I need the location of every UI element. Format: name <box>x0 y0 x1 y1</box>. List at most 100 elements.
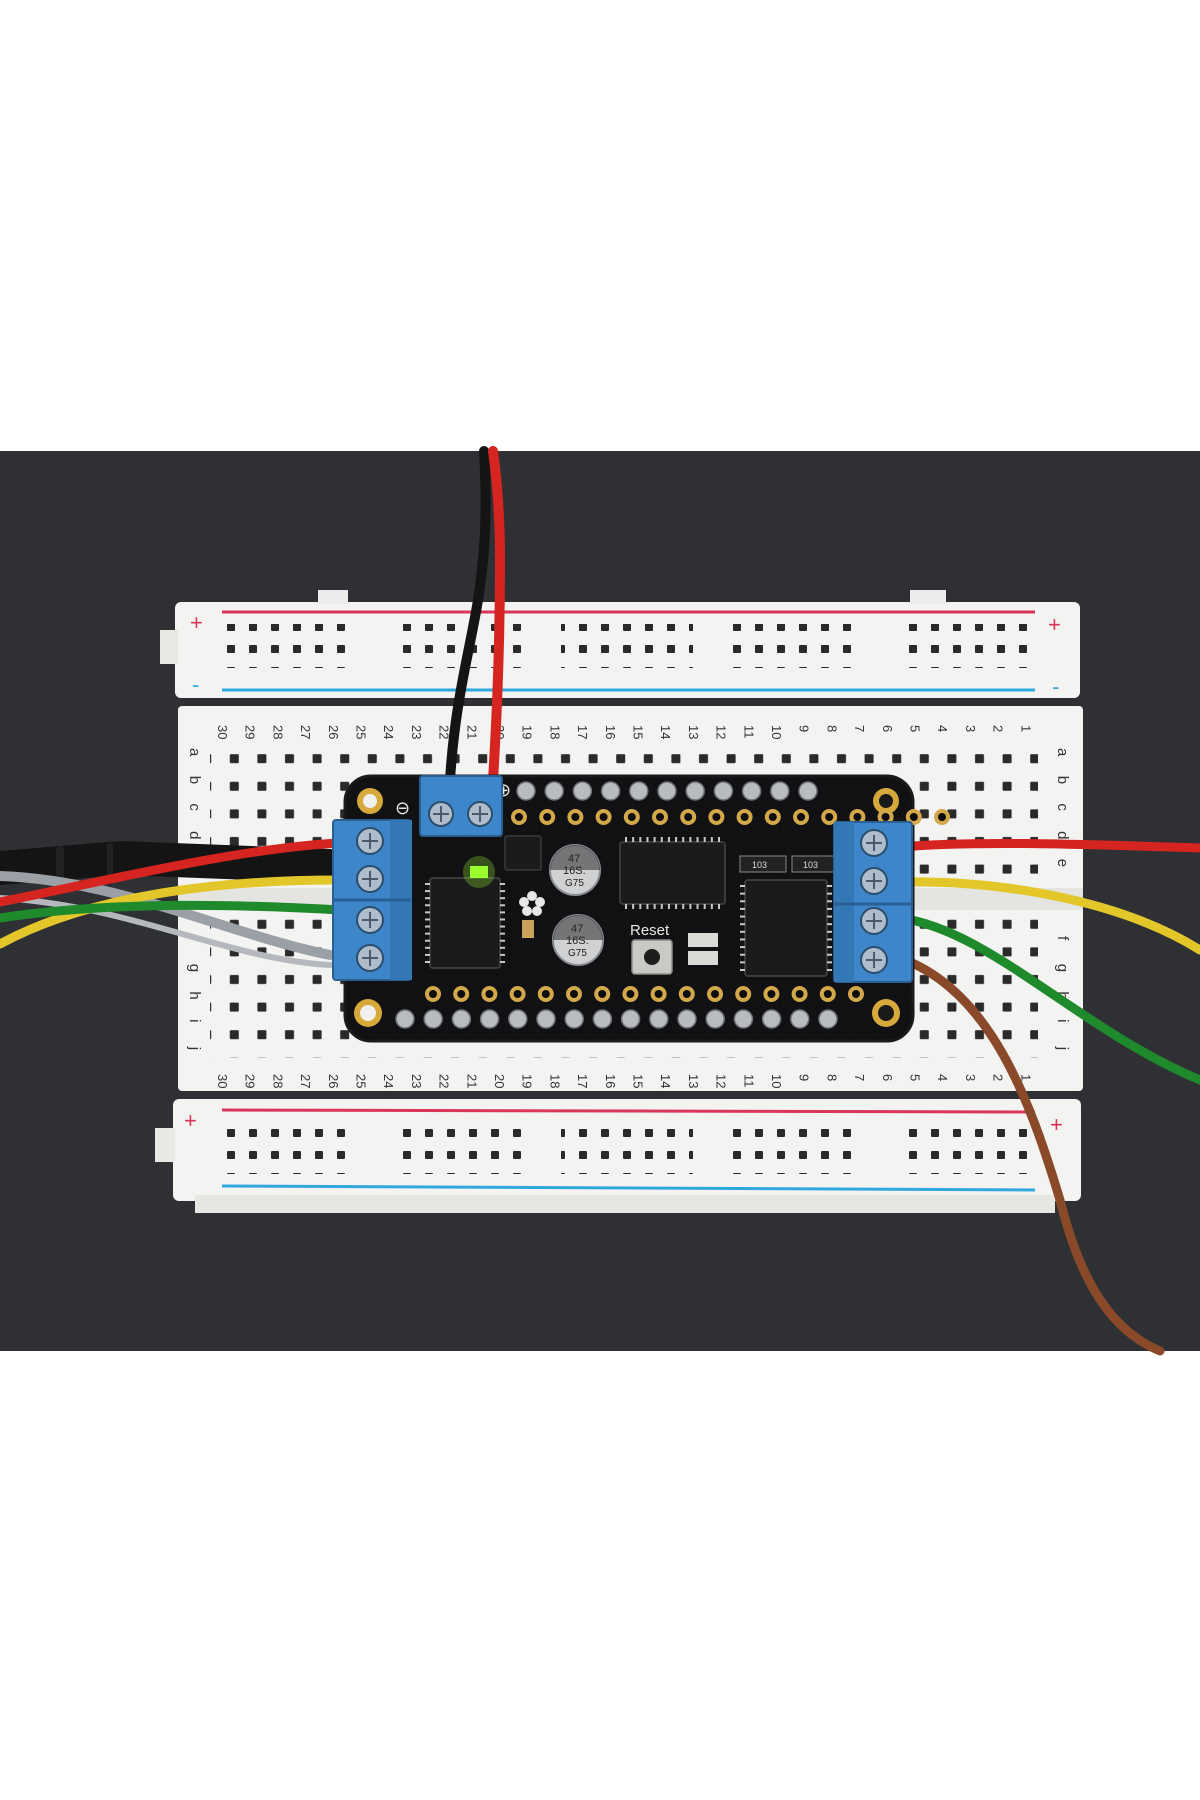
row-letter: h <box>186 991 203 999</box>
column-number-top: 25 <box>354 725 369 739</box>
column-number-bottom: 18 <box>547 1074 562 1088</box>
column-number-bottom: 5 <box>908 1074 923 1081</box>
header-pin <box>657 781 677 801</box>
column-number-top: 22 <box>437 725 452 739</box>
column-number-top: 29 <box>243 725 258 739</box>
column-number-bottom: 7 <box>852 1074 867 1081</box>
red-wire-right <box>895 838 1200 853</box>
capacitor-bottom-line1: 47 <box>571 923 583 935</box>
header-pin <box>451 1009 472 1029</box>
row-letter: i <box>1054 1019 1071 1022</box>
row-letter: b <box>1054 776 1071 784</box>
column-number-top: 24 <box>381 725 396 739</box>
capacitor-top-line1: 47 <box>568 853 580 865</box>
column-number-bottom: 15 <box>631 1074 646 1088</box>
column-number-bottom: 19 <box>520 1074 535 1088</box>
header-pin <box>544 781 564 801</box>
header-pin <box>620 1009 641 1029</box>
bottom-rail-plus-symbol: + <box>184 1108 197 1133</box>
header-pin <box>564 1009 584 1029</box>
capacitor-bottom-line3: G75 <box>568 948 587 959</box>
header-pin <box>479 1009 500 1029</box>
capacitor-bottom-line2: 16S. <box>566 935 589 947</box>
top-rail-tab-left <box>160 630 178 664</box>
column-number-bottom: 28 <box>270 1074 285 1088</box>
column-number-bottom: 14 <box>658 1074 673 1088</box>
column-number-bottom: 8 <box>824 1074 839 1081</box>
column-number-top: 3 <box>963 725 978 732</box>
column-number-bottom: 6 <box>880 1074 895 1081</box>
row-letter: d <box>186 831 203 839</box>
pwm-controller-ic <box>619 841 726 905</box>
column-number-bottom: 25 <box>354 1074 369 1088</box>
column-number-bottom: 17 <box>575 1074 590 1088</box>
bottom-rail-tab-left <box>155 1128 175 1162</box>
black-cable-left <box>0 840 347 885</box>
header-pin <box>508 1009 528 1029</box>
green-wire-left <box>0 900 345 923</box>
header-pin <box>423 1009 443 1029</box>
column-number-top: 14 <box>658 725 673 739</box>
ic-leads <box>425 837 832 971</box>
row-letter: c <box>186 803 203 811</box>
row-letter: a <box>1054 748 1071 757</box>
smd-resistor-1 <box>522 920 534 938</box>
resistor-array-1 <box>739 855 787 873</box>
column-number-top: 19 <box>520 725 535 739</box>
row-letter: d <box>1054 831 1071 839</box>
column-number-top: 10 <box>769 725 784 739</box>
column-number-bottom: 20 <box>492 1074 507 1088</box>
row-letter: a <box>186 748 203 757</box>
driver-ic-left <box>429 877 501 969</box>
small-ic <box>504 835 542 871</box>
reset-button-cap[interactable] <box>644 949 660 965</box>
capacitor-top-line2: 16S. <box>563 865 586 877</box>
capacitor-top: 47 16S. G75 <box>549 844 601 896</box>
column-number-top: 30 <box>215 725 230 739</box>
header-pins-bottom-inner <box>425 986 864 1002</box>
header-pin <box>685 781 705 801</box>
header-pins-top-inner <box>511 809 950 825</box>
column-number-bottom: 29 <box>243 1074 258 1088</box>
resistor-label-2: 103 <box>803 860 818 870</box>
capacitor-bottom: 47 16S. G75 <box>552 914 604 966</box>
wires-left <box>0 838 347 968</box>
row-letter: j <box>1054 1046 1071 1050</box>
yellow-wire-right <box>895 877 1200 955</box>
column-number-bottom: 9 <box>797 1074 812 1081</box>
column-number-bottom: 30 <box>215 1074 230 1088</box>
row-letter: f <box>1054 936 1071 941</box>
bottom-rail-base <box>195 1195 1055 1213</box>
header-pin <box>790 1009 810 1029</box>
top-rail-plus-symbol-right: + <box>1048 612 1061 637</box>
column-number-bottom: 23 <box>409 1074 424 1088</box>
smd-resistor-3 <box>688 951 718 965</box>
column-number-top: 5 <box>908 725 923 732</box>
column-number-top: 1 <box>1018 725 1033 732</box>
row-letter: i <box>186 1019 203 1022</box>
header-pin <box>798 781 818 801</box>
column-number-top: 27 <box>298 725 313 739</box>
column-number-top: 18 <box>547 725 562 739</box>
bottom-rail-plus-symbol-right: + <box>1050 1112 1063 1137</box>
column-number-bottom: 24 <box>381 1074 396 1088</box>
column-number-top: 16 <box>603 725 618 739</box>
brown-wire-right <box>895 953 1165 1356</box>
bottom-rail-plus-line <box>221 1108 1036 1114</box>
adafruit-flower-logo <box>519 891 545 916</box>
header-pin <box>705 1009 725 1029</box>
column-number-bottom: 13 <box>686 1074 701 1088</box>
capacitor-top-line3: G75 <box>565 878 584 889</box>
top-rail-minus-symbol: - <box>192 672 199 697</box>
column-number-top: 21 <box>464 725 479 739</box>
column-number-top: 4 <box>935 725 950 732</box>
column-number-top: 23 <box>409 725 424 739</box>
column-number-top: 9 <box>797 725 812 732</box>
bottom-rail-minus-line <box>221 1184 1036 1192</box>
column-number-top: 28 <box>270 725 285 739</box>
header-pin <box>677 1009 697 1029</box>
motor-shield-pcb: 47 16S. G75 47 16S. G75 103 103 Reset <box>343 774 950 1043</box>
column-number-bottom: 10 <box>769 1074 784 1088</box>
column-number-bottom: 3 <box>963 1074 978 1081</box>
